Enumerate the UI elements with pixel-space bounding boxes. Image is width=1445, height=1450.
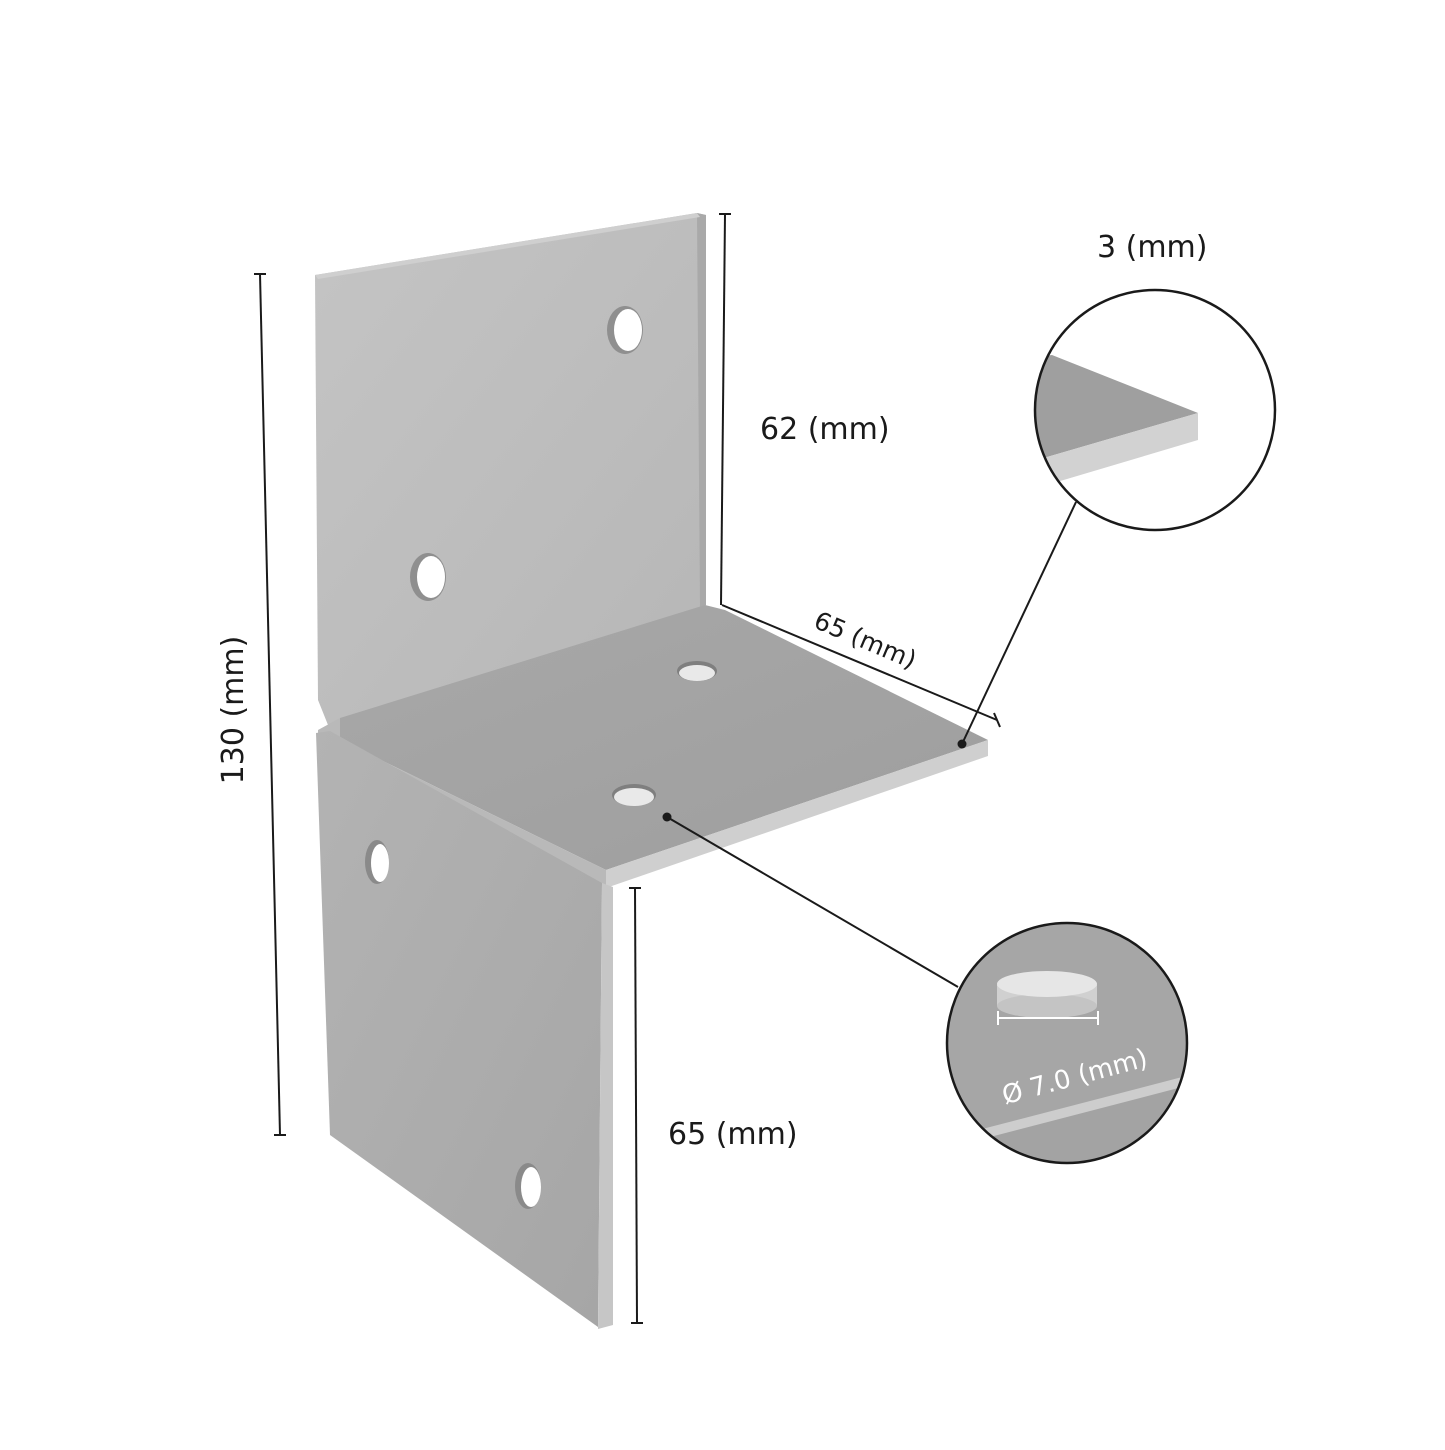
- label-lower-height: 65 (mm): [668, 1117, 798, 1152]
- upper-plate: [315, 213, 706, 735]
- hole-icon: [677, 661, 717, 681]
- hole-icon: [612, 784, 656, 806]
- label-total-height: 130 (mm): [216, 636, 251, 785]
- hole-icon: [607, 306, 643, 354]
- thickness-leader: [957, 501, 1077, 749]
- label-upper-height: 62 (mm): [760, 412, 890, 447]
- hole-leader: [662, 812, 959, 988]
- dimension-line-lower: [629, 887, 643, 1324]
- lower-plate: [316, 731, 613, 1329]
- dimension-line-total: [254, 273, 286, 1136]
- dimension-line-upper: [719, 213, 731, 606]
- dimension-line-flange: [721, 604, 1001, 728]
- hole-icon: [410, 553, 446, 601]
- diameter-measure-line: [997, 1011, 1099, 1025]
- hole-icon: [515, 1163, 541, 1209]
- label-thickness: 3 (mm): [1097, 230, 1207, 265]
- hole-detail-callout: Ø 7.0 (mm): [945, 921, 1189, 1165]
- hole-icon: [365, 840, 389, 884]
- thickness-detail-callout: [1033, 288, 1277, 532]
